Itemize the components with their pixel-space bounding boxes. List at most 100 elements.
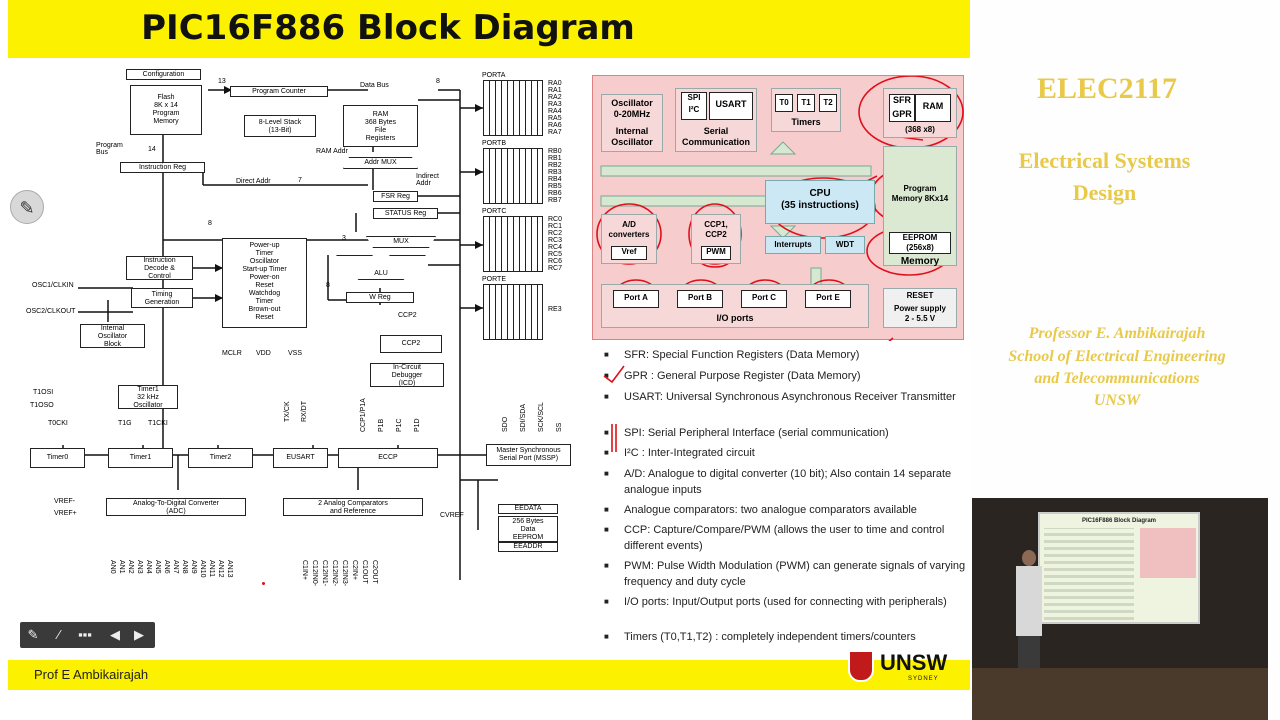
sfr-gpr-block [889,94,915,122]
power-supply-label: Power supply 2 - 5.5 V [893,304,946,323]
pwm-block [701,246,731,260]
pin-rb3: RB3 [548,169,562,176]
program-counter-block: Program Counter [230,86,328,97]
bullet-text: PWM: Pulse Width Modulation (PWM) can ge… [624,560,966,588]
eeaddr-block: EEADDR [498,542,558,552]
status-reg-block: STATUS Reg [373,208,438,219]
portb-block [483,148,543,204]
osc2-label: OSC2/CLKOUT [26,308,76,315]
pin-ss: SS [556,422,563,432]
unsw-logo: UNSW SYDNEY [848,644,968,690]
alu-label: ALU [374,270,388,277]
internal-oscillator-block: Internal Oscillator Block [80,324,145,348]
bus-width-14: 14 [148,146,156,153]
slide-title: PIC16F886 Block Diagram [141,8,635,48]
pin-rc5: RC5 [548,251,563,258]
pin-an13: AN13 [226,560,233,578]
osc1-label: OSC1/CLKIN [32,282,74,289]
w-reg-block: W Reg [346,292,414,303]
menu-icon[interactable]: ▪▪▪ [78,627,92,642]
portc-label: PORTC [482,208,507,215]
bullet-text: Timers (T0,T1,T2) : completely independe… [624,631,916,643]
oscillator-block [601,94,663,152]
pin-c12in1-minus: C12IN1- [321,560,328,587]
sfr-label: SFR [893,95,911,105]
bullet-dot-icon: ■ [604,371,609,380]
projected-title: PIC16F886 Block Diagram [1081,518,1157,524]
bus-width-3: 3 [342,235,346,242]
cpu-block [765,180,875,224]
fsr-reg-block: FSR Reg [373,191,418,202]
t1cki-label: T1CKI [148,420,168,427]
i2c-label: I²C [688,105,700,114]
projected-diagram [1044,528,1134,620]
pin-rb1: RB1 [548,155,562,162]
slideshow-toolbar: ✎ ⁄ ▪▪▪ ◀ ▶ [20,622,155,648]
an-pins: AN0 AN1 AN2 AN3 AN4 AN5 AN6 AN7 AN8 AN9 … [109,560,246,590]
t0-block [775,94,793,112]
bullet-dot-icon: ■ [604,561,609,570]
oscillator-label: Oscillator 0-20MHz [611,98,653,119]
t2-label: T2 [823,98,833,107]
ram-label-simple: RAM [922,101,944,111]
prof-school: School of Electrical Engineering [1008,348,1226,365]
t0cki-label: T0CKI [48,420,68,427]
pin-rb0: RB0 [548,148,562,155]
bullet-dot-icon: ■ [604,505,609,514]
pin-ccp1-p1a: CCP1/P1A [360,398,367,432]
bus-width-8c: 8 [326,282,330,289]
pin-an2: AN2 [127,560,134,574]
simplified-diagram: Oscillator 0-20MHz Internal Oscillator S… [592,75,964,341]
pointer-icon[interactable]: ✎ [27,627,39,642]
lecturer-head [1022,550,1036,566]
pin-sdi-sda: SDI/SDA [520,403,527,432]
direct-addr-label: Direct Addr [236,178,271,185]
pin-c12in2-minus: C12IN2- [331,560,338,587]
pin-c2in-plus: C2IN+ [351,560,358,581]
eccp-block: ECCP [338,448,438,468]
lecturer-figure [1016,550,1042,680]
pin-tx-ck: TX/CK [284,401,291,422]
porta-label: PORTA [482,72,506,79]
pin-an6: AN6 [163,560,170,574]
pin-an7: AN7 [172,560,179,574]
podium [972,668,1268,720]
next-arrow-icon[interactable]: ▶ [134,627,144,642]
vref-label: Vref [621,247,637,256]
memory-label: Memory [900,256,940,267]
instruction-reg-block: Instruction Reg [120,162,205,173]
prev-arrow-icon[interactable]: ◀ [110,627,120,642]
pin-an11: AN11 [208,560,215,577]
slide: PIC16F886 Block Diagram [8,0,970,690]
reset-block: Power-up Timer Oscillator Start-up Timer… [222,238,307,328]
serial-comm-label: Serial Communication [681,126,750,147]
pin-ra0: RA0 [548,80,562,87]
red-dot [262,582,265,585]
slides-icon[interactable]: ⁄ [57,627,61,642]
timer2-block: Timer2 [188,448,253,468]
t0-label: T0 [779,98,789,107]
prof-name: Professor E. Ambikairajah [1028,325,1206,342]
vss-label: VSS [288,350,303,357]
bullet-text: I/O ports: Input/Output ports (used for … [624,596,947,608]
port-c-block [741,290,787,308]
bullet-text: SFR: Special Function Registers (Data Me… [624,349,860,361]
io-ports-label: I/O ports [716,313,754,323]
vref-minus-label: VREF- [54,498,75,505]
configuration-block: Configuration [126,69,201,80]
pen-icon[interactable]: ✎ [10,190,44,224]
ink-marks [603,365,625,452]
ram-block: RAM 368 Bytes File Registers [343,105,418,147]
bullet-dot-icon: ■ [604,448,609,457]
ccp2-pin-label: CCP2 [398,312,417,319]
flash-memory-block: Flash 8K x 14 Program Memory [130,85,202,135]
program-memory-label: Program Memory 8Kx14 [891,184,949,203]
reset-block-simple [883,288,957,328]
pin-c1in-plus: C1IN+ [301,560,308,581]
eusart-block: EUSART [273,448,328,468]
t1-block [797,94,815,112]
pin-rb4: RB4 [548,176,562,183]
t1osi-label: T1OSI [33,389,54,396]
pin-rb7: RB7 [548,197,562,204]
eeprom-label-simple: EEPROM (256x8) [902,233,938,252]
